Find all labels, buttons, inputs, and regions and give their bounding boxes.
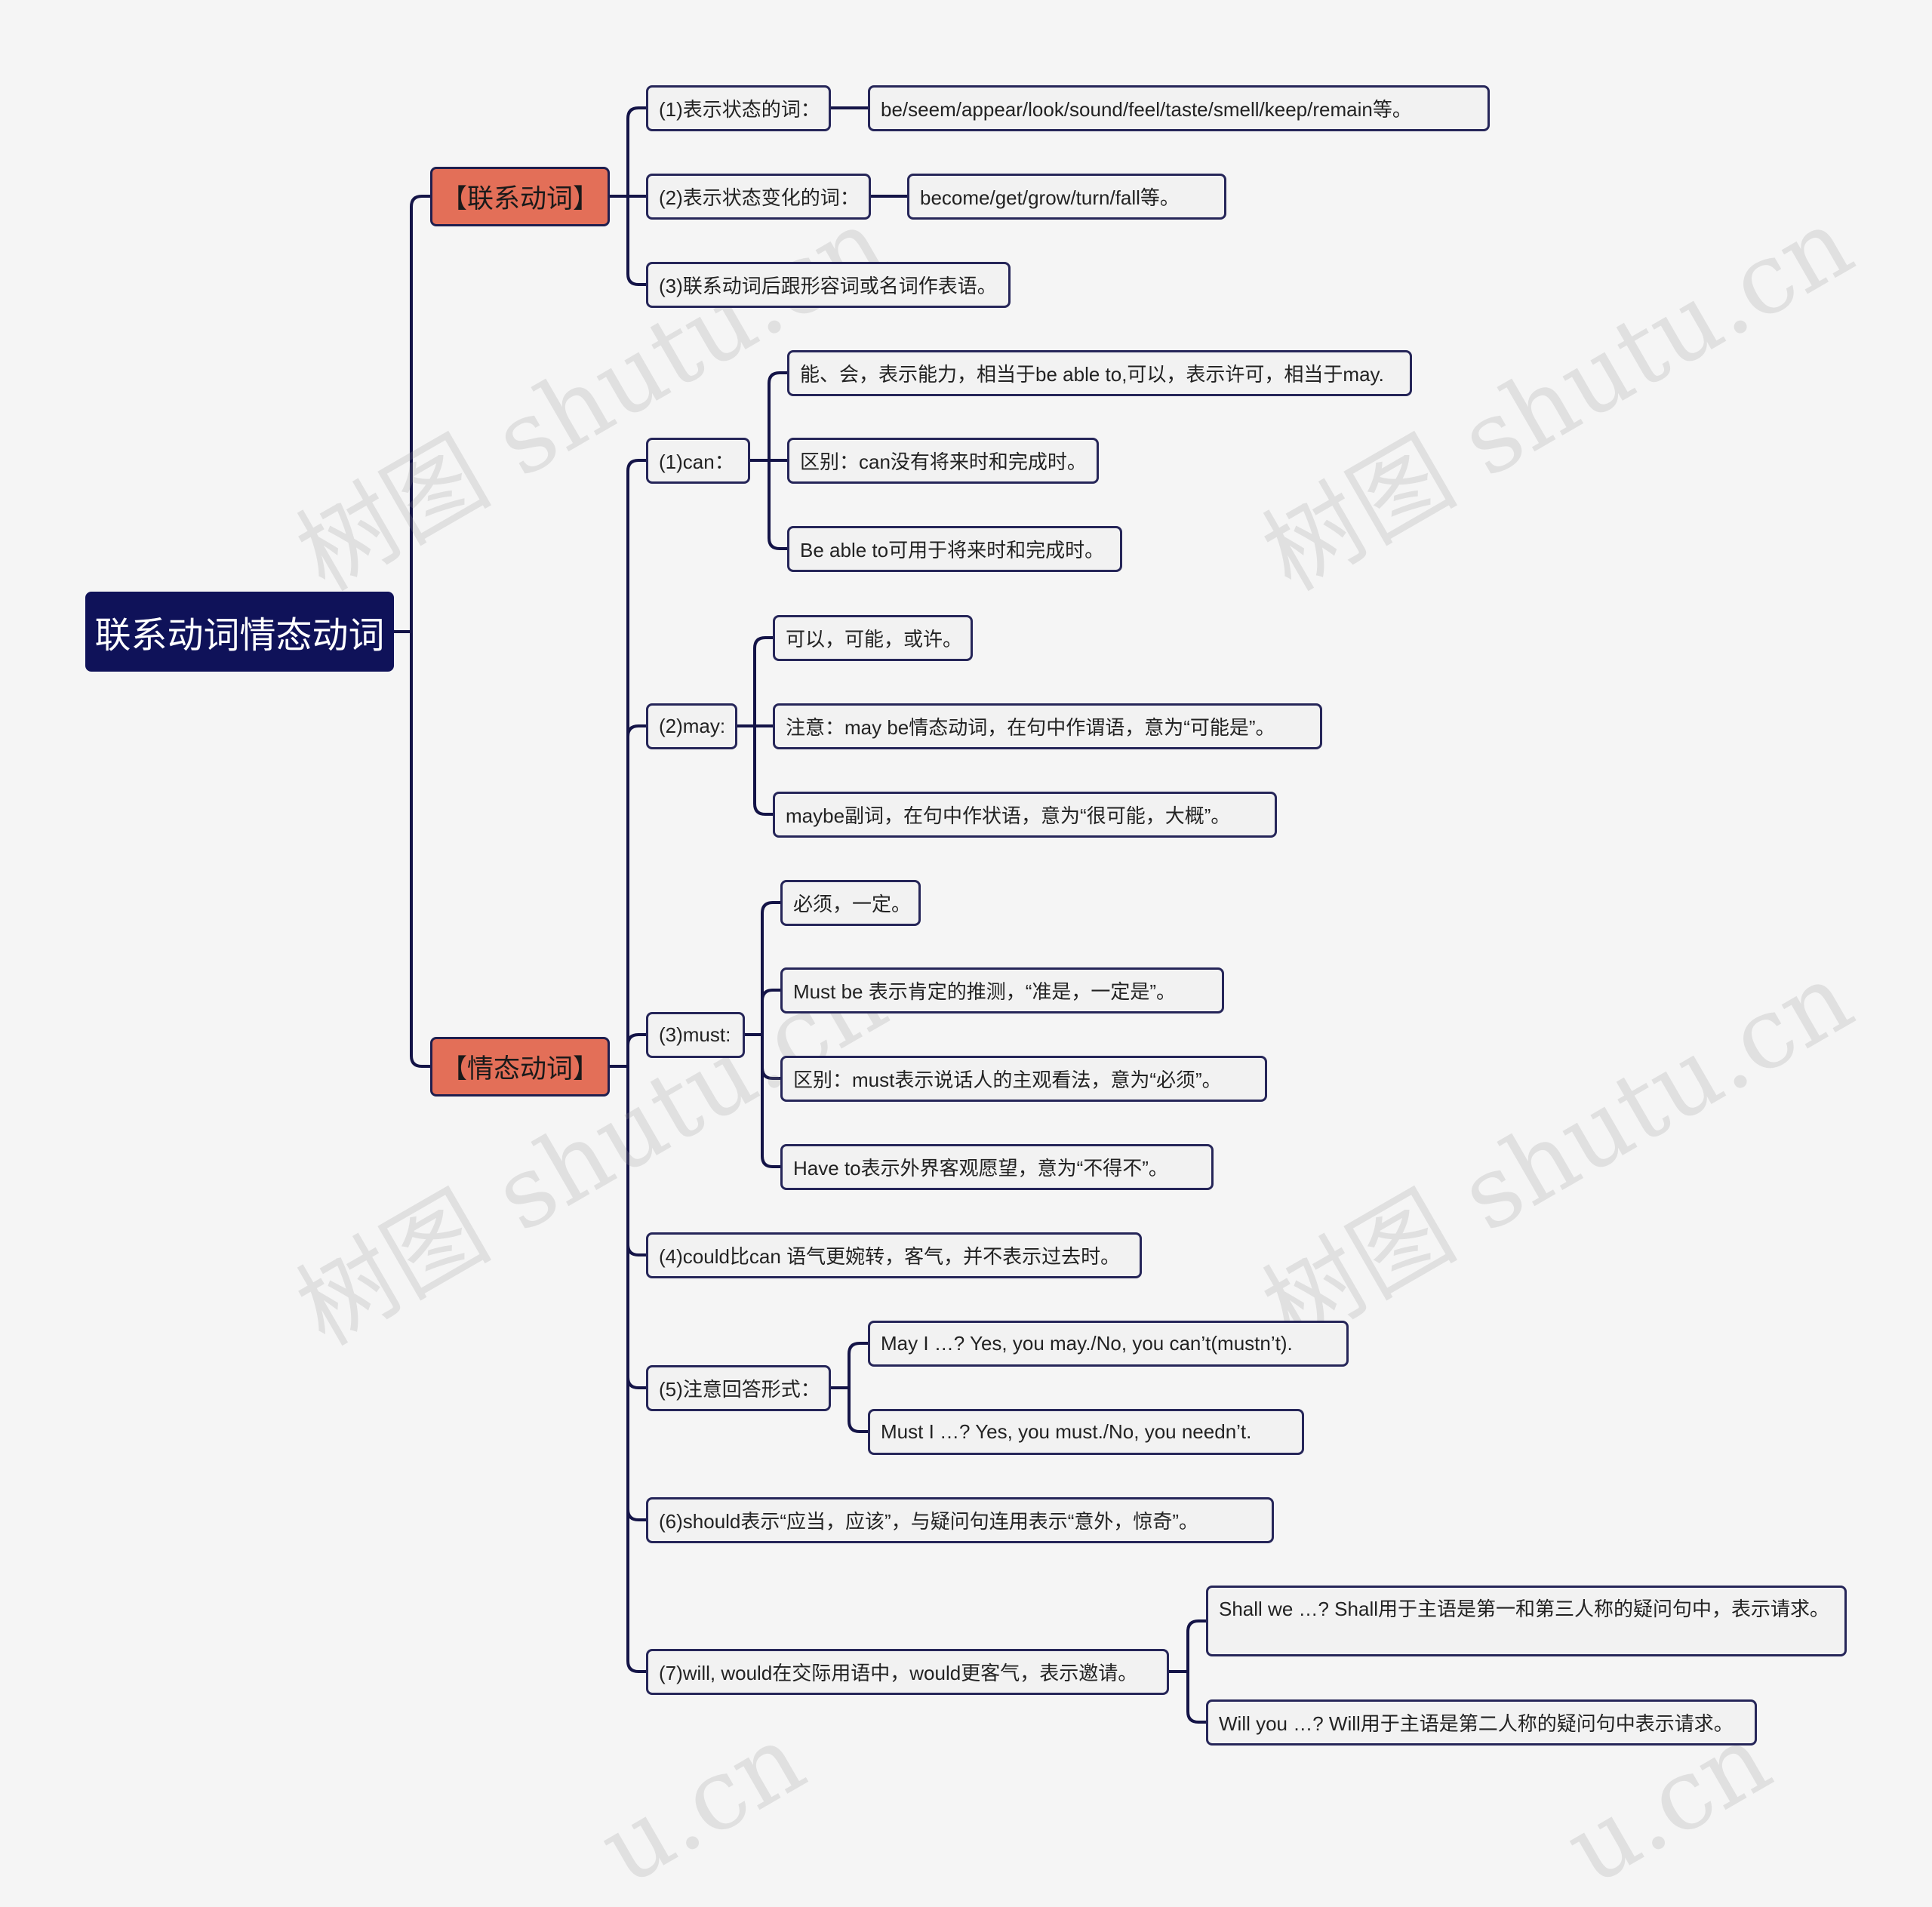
subtopic-node[interactable]: 必须，一定。 [780, 880, 921, 926]
connector-line [626, 196, 646, 286]
subtopic-node[interactable]: be/seem/appear/look/sound/feel/taste/sme… [868, 85, 1490, 131]
connector-line [761, 1035, 780, 1168]
connector-line [768, 460, 787, 550]
connector-line [761, 989, 780, 1035]
connector-line [626, 1066, 646, 1389]
topic-node[interactable]: (4)could比can 语气更婉转，客气，并不表示过去时。 [646, 1232, 1142, 1278]
connector-line [626, 1066, 646, 1673]
connector-lines [394, 106, 1206, 1724]
subtopic-node[interactable]: Shall we …? Shall用于主语是第一和第三人称的疑问句中，表示请求。 [1206, 1586, 1847, 1656]
subtopic-node[interactable]: 能、会，表示能力，相当于be able to,可以，表示许可，相当于may. [787, 350, 1412, 396]
topic-node[interactable]: (7)will, would在交际用语中，would更客气，表示邀请。 [646, 1649, 1169, 1695]
topic-node[interactable]: (2)may: [646, 703, 737, 749]
subtopic-node[interactable]: 可以，可能，或许。 [773, 615, 973, 661]
subtopic-node[interactable]: Must I …? Yes, you must./No, you needn’t… [868, 1409, 1304, 1455]
topic-node[interactable]: (2)表示状态变化的词： [646, 174, 871, 220]
branch-modal-verbs[interactable]: 【情态动词】 [430, 1037, 610, 1097]
connector-line [626, 1066, 646, 1256]
topic-node[interactable]: (3)联系动词后跟形容词或名词作表语。 [646, 262, 1011, 308]
connector-line [410, 195, 430, 632]
topic-node[interactable]: (5)注意回答形式： [646, 1365, 831, 1411]
connector-line [626, 459, 646, 1066]
subtopic-node[interactable]: become/get/grow/turn/fall等。 [907, 174, 1226, 220]
connector-line [761, 901, 780, 1035]
connector-line [753, 636, 773, 726]
topic-node[interactable]: (1)表示状态的词： [646, 85, 831, 131]
connector-line [1186, 1672, 1206, 1724]
branch-linking-verbs[interactable]: 【联系动词】 [430, 167, 610, 226]
connector-line [848, 1342, 868, 1388]
subtopic-node[interactable]: 区别：must表示说话人的主观看法，意为“必须”。 [780, 1056, 1267, 1102]
topic-node[interactable]: (1)can： [646, 438, 750, 484]
subtopic-node[interactable]: 区别：can没有将来时和完成时。 [787, 438, 1099, 484]
mind-map: 树图 shutu.cn 树图 shutu.cn 树图 shutu.cn 树图 s… [85, 85, 1870, 1907]
subtopic-node[interactable]: Must be 表示肯定的推测，“准是，一定是”。 [780, 967, 1224, 1013]
connector-line [626, 1066, 646, 1521]
topic-node[interactable]: (3)must: [646, 1012, 745, 1058]
connector-line [1186, 1619, 1206, 1672]
subtopic-node[interactable]: Be able to可用于将来时和完成时。 [787, 526, 1122, 572]
subtopic-node[interactable]: 注意：may be情态动词，在句中作谓语，意为“可能是”。 [773, 703, 1322, 749]
subtopic-node[interactable]: Have to表示外界客观愿望，意为“不得不”。 [780, 1144, 1214, 1190]
subtopic-node[interactable]: maybe副词，在句中作状语，意为“很可能，大概”。 [773, 792, 1277, 838]
connector-line [848, 1388, 868, 1433]
root-topic[interactable]: 联系动词情态动词 [85, 592, 394, 672]
topic-node[interactable]: (6)should表示“应当，应该”，与疑问句连用表示“意外，惊奇”。 [646, 1497, 1274, 1543]
connector-line [626, 106, 646, 196]
connector-line [626, 724, 646, 1066]
connector-line [753, 726, 773, 816]
subtopic-node[interactable]: Will you …? Will用于主语是第二人称的疑问句中表示请求。 [1206, 1699, 1757, 1746]
connector-line [626, 1033, 646, 1066]
connector-line [768, 371, 787, 460]
subtopic-node[interactable]: May I …? Yes, you may./No, you can’t(mus… [868, 1321, 1349, 1367]
connector-line [761, 1035, 780, 1080]
connector-line [410, 632, 430, 1068]
